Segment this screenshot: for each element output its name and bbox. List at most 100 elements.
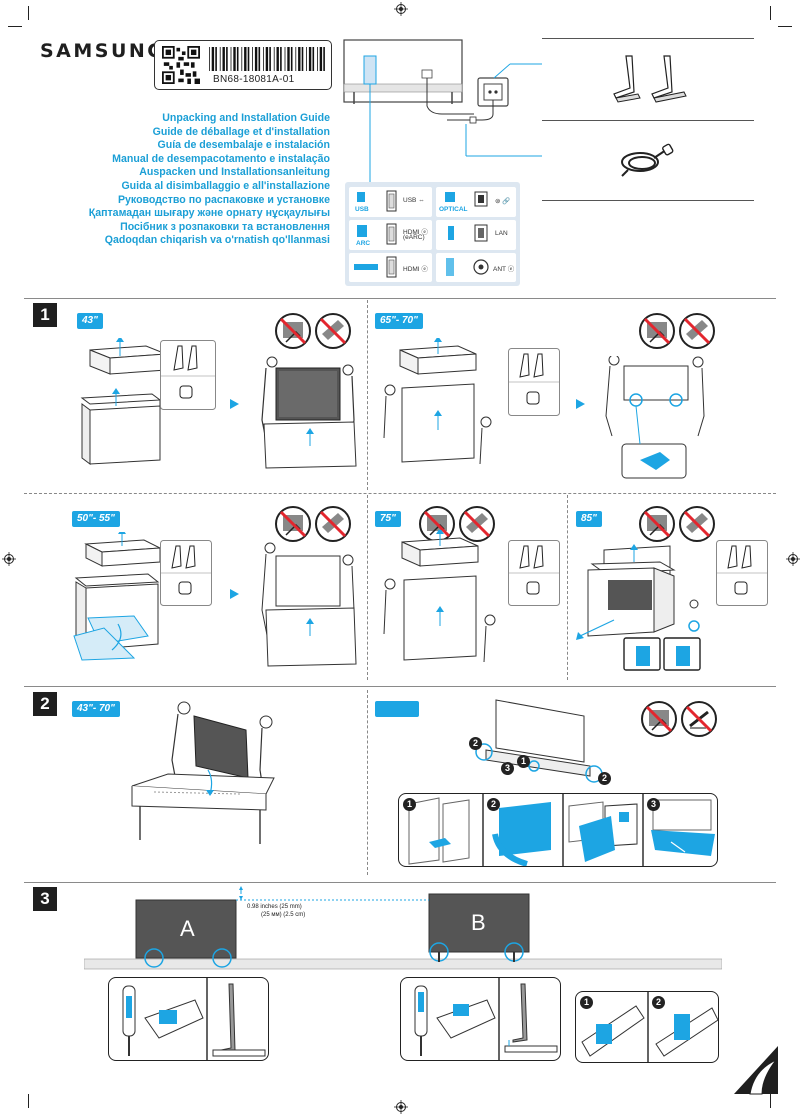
callout-2-right: 2 <box>598 772 611 785</box>
divider-horizontal <box>24 493 776 494</box>
parts-inset-65-70 <box>508 348 560 416</box>
parts-divider <box>542 200 754 201</box>
unbox-illustration-75 <box>383 530 496 663</box>
lan-label: LAN <box>495 230 508 237</box>
title-uk: Посібник з розпаковки та встановлення <box>120 220 330 233</box>
callout-3: 3 <box>501 762 514 775</box>
crop-mark <box>770 1094 771 1108</box>
title-ru: Руководство по распаковке и установке <box>117 193 330 206</box>
panel-callout-2: 2 <box>487 798 500 811</box>
tv-stand-scene <box>84 886 722 970</box>
callout-2-left: 2 <box>469 737 482 750</box>
barcode-bar <box>273 47 275 71</box>
height-measure-line2: (25 мм) (2.5 cm) <box>261 912 306 918</box>
barcode-bar <box>290 47 293 71</box>
product-label: BN68-18081A-01 <box>154 40 332 90</box>
stand-assembly-panel: 1 2 <box>575 991 719 1063</box>
no-cutter-icon <box>681 701 717 737</box>
tv-a-label: A <box>180 916 195 941</box>
no-touch-screen-icon <box>641 701 677 737</box>
size-tag-65-70: 65"- 70" <box>375 313 423 329</box>
parts-inset-85 <box>716 540 768 606</box>
crop-mark <box>778 26 792 27</box>
arc-label: ARC <box>356 240 371 247</box>
registration-mark-icon <box>786 552 800 566</box>
no-touch-screen-icon <box>275 313 311 349</box>
barcode-bar <box>301 47 304 71</box>
barcode-bar <box>319 47 323 71</box>
lift-tv-illustration-43 <box>261 356 357 469</box>
barcode-bar <box>280 47 282 71</box>
place-tv-on-table-illustration <box>131 701 275 844</box>
qr-code-icon <box>162 46 200 84</box>
title-fr: Guide de déballage et d'installation <box>152 125 330 138</box>
barcode-bar <box>230 47 232 71</box>
divider-vertical <box>367 300 368 490</box>
barcode-bar <box>241 47 243 71</box>
barcode-bar <box>287 47 290 71</box>
barcode-bar <box>226 47 228 71</box>
barcode-bar <box>219 47 221 71</box>
no-lift-by-screen-icon <box>459 506 495 542</box>
tv-back-illustration <box>343 39 542 186</box>
stand-detail-a <box>108 977 269 1061</box>
no-lift-by-screen-icon <box>315 506 351 542</box>
arrow-right-icon <box>230 399 239 409</box>
parts-divider <box>542 38 754 39</box>
barcode-bar <box>276 47 279 71</box>
barcode-bar <box>247 47 250 71</box>
title-en: Unpacking and Installation Guide <box>162 112 330 124</box>
power-cable-icon <box>621 143 674 177</box>
barcode-bar <box>298 47 301 71</box>
arrow-right-icon <box>230 589 239 599</box>
barcode-bar <box>265 47 269 71</box>
stand-legs-icon <box>613 55 687 103</box>
usb-icon-label: USB <box>355 206 369 213</box>
optical-label: OPTICAL <box>439 206 468 213</box>
barcode-bar <box>312 47 315 71</box>
page-turn-icon <box>734 1046 778 1095</box>
hdmi-earc-line1: HDMI ⓔ <box>403 229 428 236</box>
barcode-bar <box>308 47 312 71</box>
stand-detail-a-illustration <box>122 978 266 1060</box>
crop-mark <box>770 6 771 20</box>
no-touch-screen-icon <box>275 506 311 542</box>
barcode-bar <box>252 47 253 71</box>
divider-vertical <box>367 690 368 875</box>
barcode-bar <box>236 47 239 71</box>
no-lift-by-screen-icon <box>679 313 715 349</box>
section-divider <box>24 298 776 299</box>
size-tag-43-70: 43"- 70" <box>72 701 120 717</box>
height-measure-line1: 0.98 inches (25 mm) <box>247 904 302 910</box>
barcode-bar <box>317 47 318 71</box>
barcode-bar <box>295 47 297 71</box>
barcode-bar <box>258 47 261 71</box>
unbox-illustration-85 <box>576 544 701 671</box>
ant-in-label: ANT ⓔ <box>493 266 515 273</box>
packing-detail-panel: 1 2 3 <box>398 793 718 867</box>
no-touch-screen-icon <box>639 506 675 542</box>
no-touch-screen-icon <box>639 313 675 349</box>
panel-callout-3: 3 <box>647 798 660 811</box>
arrow-right-icon <box>576 399 585 409</box>
stand-detail-b-illustration <box>414 978 558 1060</box>
crop-mark <box>28 1094 29 1108</box>
barcode-bar <box>211 47 215 71</box>
step-3-badge: 3 <box>33 887 57 911</box>
barcode-icon <box>209 47 325 71</box>
title-de: Auspacken und Installationsanleitung <box>139 166 330 179</box>
size-tag-85: 85" <box>576 511 602 527</box>
size-tag-50-55: 50"- 55" <box>72 511 120 527</box>
barcode-bar <box>269 47 271 71</box>
barcode-bar <box>209 47 210 71</box>
stand-detail-b <box>400 977 561 1061</box>
ports-panel: USB USB ⇔ OPTICAL ⊚ 🔗 ARC HDMI ⓔ (eARC) … <box>345 182 520 286</box>
barcode-bar <box>215 47 217 71</box>
barcode-bar <box>263 47 264 71</box>
crop-mark <box>8 26 22 27</box>
assembly-callout-1: 1 <box>580 996 593 1009</box>
barcode-bar <box>306 47 307 71</box>
registration-mark-icon <box>394 1100 408 1114</box>
barcode-bar <box>233 47 236 71</box>
registration-mark-icon <box>2 552 16 566</box>
